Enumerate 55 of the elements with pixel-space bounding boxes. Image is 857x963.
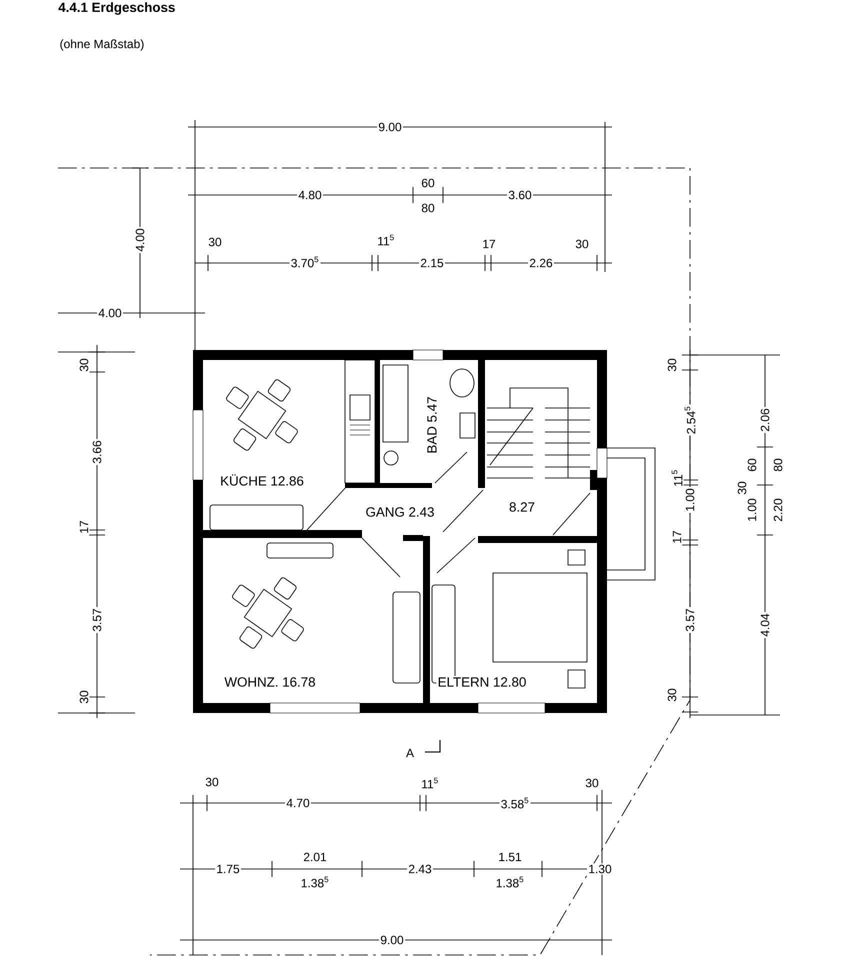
dimension-label: 2.20 (774, 498, 782, 522)
dimension-label: 30 (586, 778, 598, 788)
dimension-label: 30 (668, 688, 676, 702)
room-label: GANG 2.43 (364, 506, 436, 518)
dimension-label: 1.38$^{5}$ (302, 876, 328, 888)
dimension-label: 2.06 (760, 408, 770, 432)
dimension-label: 30 (80, 358, 88, 372)
dimension-label: 4.80 (298, 190, 322, 200)
dimension-label: 30 (738, 482, 746, 494)
dimension-label: 11$^{5}$ (672, 470, 682, 486)
dimension-label: 30 (208, 238, 222, 246)
dimension-label: 1.51 (499, 852, 522, 862)
dimension-label: 2.15 (420, 258, 444, 268)
dimension-label: 30 (668, 358, 676, 372)
room-label: 8.27 (508, 500, 536, 514)
dimension-label: 60 (422, 178, 434, 188)
dimension-label: 30 (576, 240, 588, 248)
room-label: WOHNZ. 16.78 (223, 676, 317, 688)
dimension-label: 9.00 (378, 122, 402, 132)
dimension-label: 4.00 (98, 308, 122, 318)
dimension-label: 80 (422, 204, 434, 212)
room-label: KÜCHE 12.86 (218, 473, 306, 487)
dimension-label: 1.38$^{5}$ (496, 876, 524, 888)
dimension-label: 3.70$^{5}$ (291, 256, 318, 268)
dimension-label: 2.01 (304, 852, 326, 862)
dimension-label: 1.00 (686, 488, 694, 511)
dimension-label: 60 (748, 458, 756, 472)
dimension-label: 4.04 (760, 614, 770, 636)
dimension-label: 11$^{5}$ (422, 778, 438, 788)
dimension-label: 17 (483, 240, 496, 248)
title: 4.4.1 Erdgeschoss (58, 2, 175, 15)
dimension-label: 1.75 (217, 864, 240, 874)
dimension-label: 3.57 (686, 608, 694, 632)
dimension-label: 30 (80, 690, 88, 704)
dimension-label: 17 (80, 520, 88, 533)
dimension-label: 2.26 (530, 258, 552, 268)
dimension-label: 9.00 (380, 936, 404, 944)
dimension-label: 3.58$^{5}$ (501, 798, 528, 808)
dimension-label: 1.00 (748, 498, 756, 521)
dimension-label: 2.54$^{5}$ (684, 406, 696, 434)
dimension-label: 4.00 (136, 228, 144, 252)
dimension-label: 3.60 (508, 190, 532, 200)
dimension-label: 4.70 (286, 798, 310, 808)
dimension-label: 3.57 (92, 608, 102, 632)
room-label: ELTERN 12.80 (436, 676, 528, 688)
note: (ohne Maßstab) (60, 39, 144, 51)
section-label: A (406, 748, 414, 758)
dimension-label: 17 (672, 530, 682, 543)
dimension-label: 80 (774, 458, 782, 472)
dimension-label: 11$^{5}$ (378, 234, 394, 246)
dimension-label: 30 (206, 778, 218, 786)
room-label: BAD 5.47 (426, 395, 438, 455)
dimension-label: 2.43 (408, 864, 432, 874)
dimension-label: 1.30 (589, 864, 612, 874)
dimension-label: 3.66 (92, 440, 102, 464)
